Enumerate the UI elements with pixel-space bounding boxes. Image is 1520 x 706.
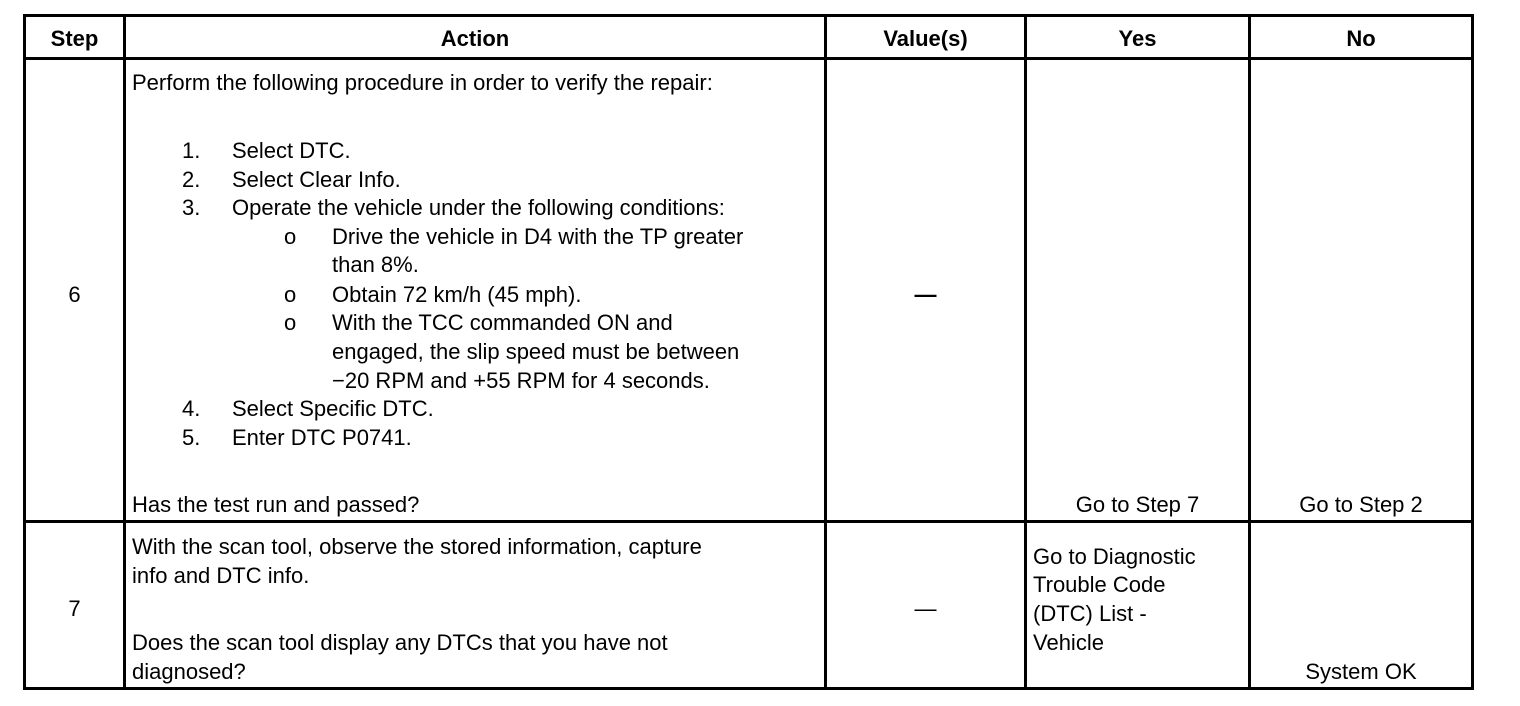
list-item-number: 4. (182, 396, 201, 421)
bullet-marker: o (284, 310, 297, 335)
yes-result: Go to Step 7 (1075, 492, 1200, 517)
bullet-marker: o (284, 282, 297, 307)
test-question: Has the test run and passed? (132, 492, 420, 517)
sub-item: With the TCC commanded ON and (332, 310, 673, 335)
row-divider (23, 57, 1474, 60)
value-cell: — (914, 282, 937, 307)
column-divider (1024, 14, 1027, 690)
sub-item: than 8%. (332, 252, 419, 277)
sub-item: engaged, the slip speed must be between (332, 339, 740, 364)
step-number: 7 (68, 596, 81, 621)
row-divider (23, 520, 1474, 523)
bullet-marker: o (284, 224, 297, 249)
list-item-number: 3. (182, 195, 201, 220)
no-result: System OK (1305, 659, 1417, 684)
list-item: Operate the vehicle under the following … (232, 195, 725, 220)
header-action: Action (440, 26, 510, 51)
list-item-number: 5. (182, 425, 201, 450)
list-item: Select DTC. (232, 138, 351, 163)
yes-result: Go to Diagnostic (1033, 544, 1196, 569)
list-item: Select Specific DTC. (232, 396, 434, 421)
sub-item: Obtain 72 km/h (45 mph). (332, 282, 582, 307)
action-text: info and DTC info. (132, 563, 310, 588)
list-item-number: 2. (182, 167, 201, 192)
diagnostic-table: Step Action Value(s) Yes No 6 Perform th… (23, 14, 1474, 690)
value-cell: — (914, 596, 937, 621)
header-step: Step (50, 26, 99, 51)
list-item-number: 1. (182, 138, 201, 163)
yes-result: Trouble Code (1033, 572, 1166, 597)
list-item: Select Clear Info. (232, 167, 401, 192)
list-item: Enter DTC P0741. (232, 425, 412, 450)
sub-item: −20 RPM and +55 RPM for 4 seconds. (332, 368, 710, 393)
header-yes: Yes (1118, 26, 1157, 51)
diagnostic-question: diagnosed? (132, 659, 246, 684)
diagnostic-question: Does the scan tool display any DTCs that… (132, 630, 668, 655)
step-number: 6 (68, 282, 81, 307)
action-text: With the scan tool, observe the stored i… (132, 534, 702, 559)
sub-item: Drive the vehicle in D4 with the TP grea… (332, 224, 744, 249)
action-intro: Perform the following procedure in order… (132, 70, 713, 95)
no-result: Go to Step 2 (1299, 492, 1423, 517)
column-divider (1248, 14, 1251, 690)
column-divider (123, 14, 126, 690)
header-no: No (1346, 26, 1376, 51)
header-values: Value(s) (883, 26, 968, 51)
yes-result: Vehicle (1033, 630, 1104, 655)
yes-result: (DTC) List - (1033, 601, 1147, 626)
column-divider (824, 14, 827, 690)
